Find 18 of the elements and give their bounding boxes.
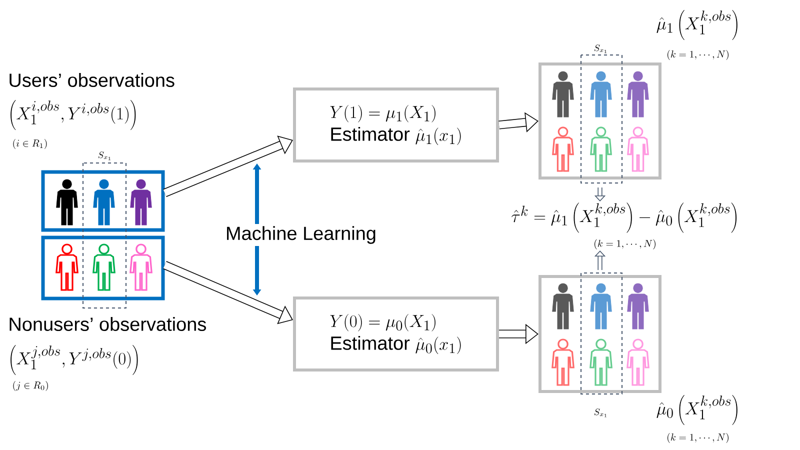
- model-box: $Y(1)=\mu_1(X_1)$ Estimator $\hat{\mu}_1(x_1)$: [293, 88, 499, 162]
- index-note: $(j\in R_0)$: [13, 381, 48, 392]
- arrow: [163, 136, 293, 197]
- set-label: $S_{x_1}$: [98, 152, 110, 160]
- model-box: $Y(0)=\mu_0(X_1)$ Estimator $\hat{\mu}_0(x_1)$: [293, 296, 499, 372]
- heading: Nonusers’ observations: [10, 317, 206, 331]
- index-note: $(i\in R_1)$: [13, 139, 47, 149]
- heading: Users’ observations: [10, 73, 174, 87]
- index-note: $(k=1,\cdots,N)$: [668, 50, 728, 60]
- set-label: $S_{x_1}$: [594, 44, 606, 54]
- heading: $\hat{\mu}_1\left(X_1^{k,obs}\right)$: [656, 10, 738, 40]
- index-note: $(k=1,\cdots,N)$: [668, 433, 728, 444]
- formula: $\hat{\tau}^k=\hat{\mu}_1\left(X_1^{k,obs}\right)-\hat{\mu}_0\left(X_1^{k,obs}\right)$ $(k=1,\cdots,N)$: [512, 202, 736, 250]
- set-label: $S_{x_1}$: [594, 408, 606, 418]
- text-label: Machine Learning: [227, 226, 376, 244]
- heading: $\hat{\mu}_0\left(X_1^{k,obs}\right)$: [656, 395, 738, 426]
- formula: $\left(X_1^{j,obs},Y^{j,obs}(0)\right)$: [10, 345, 138, 376]
- formula: $\left(X_1^{i,obs},Y^{i,obs}(1)\right)$: [10, 100, 136, 130]
